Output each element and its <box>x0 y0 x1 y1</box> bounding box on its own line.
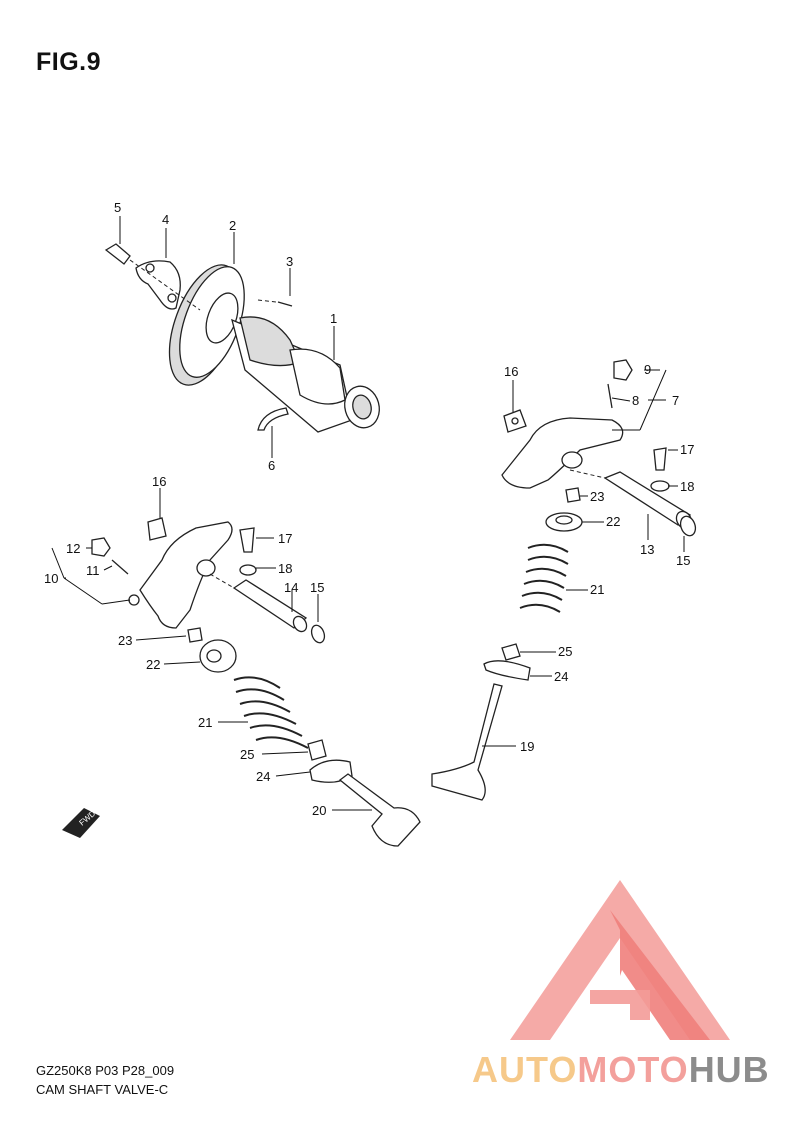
valve-spring-right <box>519 543 569 613</box>
cam-stopper-left <box>147 517 167 541</box>
callout-18-right: 18 <box>680 479 694 494</box>
nut-right <box>613 359 633 381</box>
callout-3: 3 <box>286 254 293 269</box>
callout-16-left: 16 <box>152 474 166 489</box>
spring-retainer-right <box>483 660 531 681</box>
callout-23-left: 23 <box>118 633 132 648</box>
watermark-text: AUTOMOTOHUB <box>472 1049 770 1091</box>
callout-25-left: 25 <box>240 747 254 762</box>
watermark-logo <box>510 880 730 1040</box>
valve-spring-left <box>233 676 309 749</box>
callout-17-right: 17 <box>680 442 694 457</box>
rocker-arm-right <box>501 417 624 489</box>
nut-left <box>91 537 111 557</box>
adjust-screw-left <box>111 559 129 575</box>
callout-18-left: 18 <box>278 561 292 576</box>
model-code: GZ250K8 P03 P28_009 <box>36 1063 175 1078</box>
callout-5: 5 <box>114 200 121 215</box>
bolt-left <box>239 527 255 553</box>
valve-left <box>338 773 421 847</box>
camshaft <box>231 316 380 433</box>
callout-25-right: 25 <box>558 644 572 659</box>
pin <box>257 299 293 307</box>
cotter-right-lower <box>501 643 521 661</box>
callout-16-right: 16 <box>504 364 518 379</box>
figure-title: FIG.9 <box>36 48 102 76</box>
watermark-hub: HUB <box>688 1049 770 1090</box>
callout-8: 8 <box>632 393 639 408</box>
callout-11: 11 <box>86 563 100 578</box>
callout-7: 7 <box>672 393 679 408</box>
leader-lines <box>51 216 685 811</box>
callout-4: 4 <box>162 212 169 227</box>
callout-14: 14 <box>284 580 298 595</box>
footer: GZ250K8 P03 P28_009 CAM SHAFT VALVE-C <box>36 1061 174 1099</box>
spring-seat-right <box>545 512 583 532</box>
callout-15-right: 15 <box>676 553 690 568</box>
callout-19: 19 <box>520 739 534 754</box>
washer-left <box>239 564 257 576</box>
bolt <box>104 243 201 311</box>
callout-13: 13 <box>640 542 654 557</box>
callout-24-right: 24 <box>554 669 568 684</box>
circlip <box>257 407 289 431</box>
spring-seat-left <box>199 639 237 673</box>
callout-21-left: 21 <box>198 715 212 730</box>
callout-6: 6 <box>268 458 275 473</box>
callout-24-left: 24 <box>256 769 270 784</box>
cotter-left <box>187 627 203 643</box>
adjust-screw-right <box>607 383 613 409</box>
valve-right <box>431 683 503 801</box>
cotter-left-lower <box>307 739 327 761</box>
callout-10: 10 <box>44 571 58 586</box>
callout-20: 20 <box>312 803 326 818</box>
watermark-moto: MOTO <box>577 1049 689 1090</box>
callout-17-left: 17 <box>278 531 292 546</box>
section-name: CAM SHAFT VALVE-C <box>36 1082 169 1097</box>
callout-12: 12 <box>66 541 80 556</box>
fwd-arrow: FWD <box>62 808 100 838</box>
callout-21-right: 21 <box>590 582 604 597</box>
callout-2: 2 <box>229 218 236 233</box>
cam-stopper-right <box>503 409 527 433</box>
rocker-arm-left <box>128 521 233 629</box>
bolt-right <box>653 447 667 471</box>
callout-23-right: 23 <box>590 489 604 504</box>
o-ring-left <box>310 624 326 644</box>
callout-15-left: 15 <box>310 580 324 595</box>
callout-9: 9 <box>644 362 651 377</box>
callout-22-right: 22 <box>606 514 620 529</box>
o-ring-right <box>679 515 697 537</box>
callout-1: 1 <box>330 311 337 326</box>
callouts: 5 4 2 3 1 6 9 8 7 16 17 18 23 22 13 15 2… <box>44 200 694 818</box>
rocker-shaft-left <box>209 573 308 633</box>
watermark-auto: AUTO <box>472 1049 578 1090</box>
cotter-right <box>565 487 581 503</box>
washer-right <box>650 480 670 492</box>
cam-stopper <box>135 260 181 310</box>
spring-retainer-left <box>309 759 353 783</box>
callout-22-left: 22 <box>146 657 160 672</box>
